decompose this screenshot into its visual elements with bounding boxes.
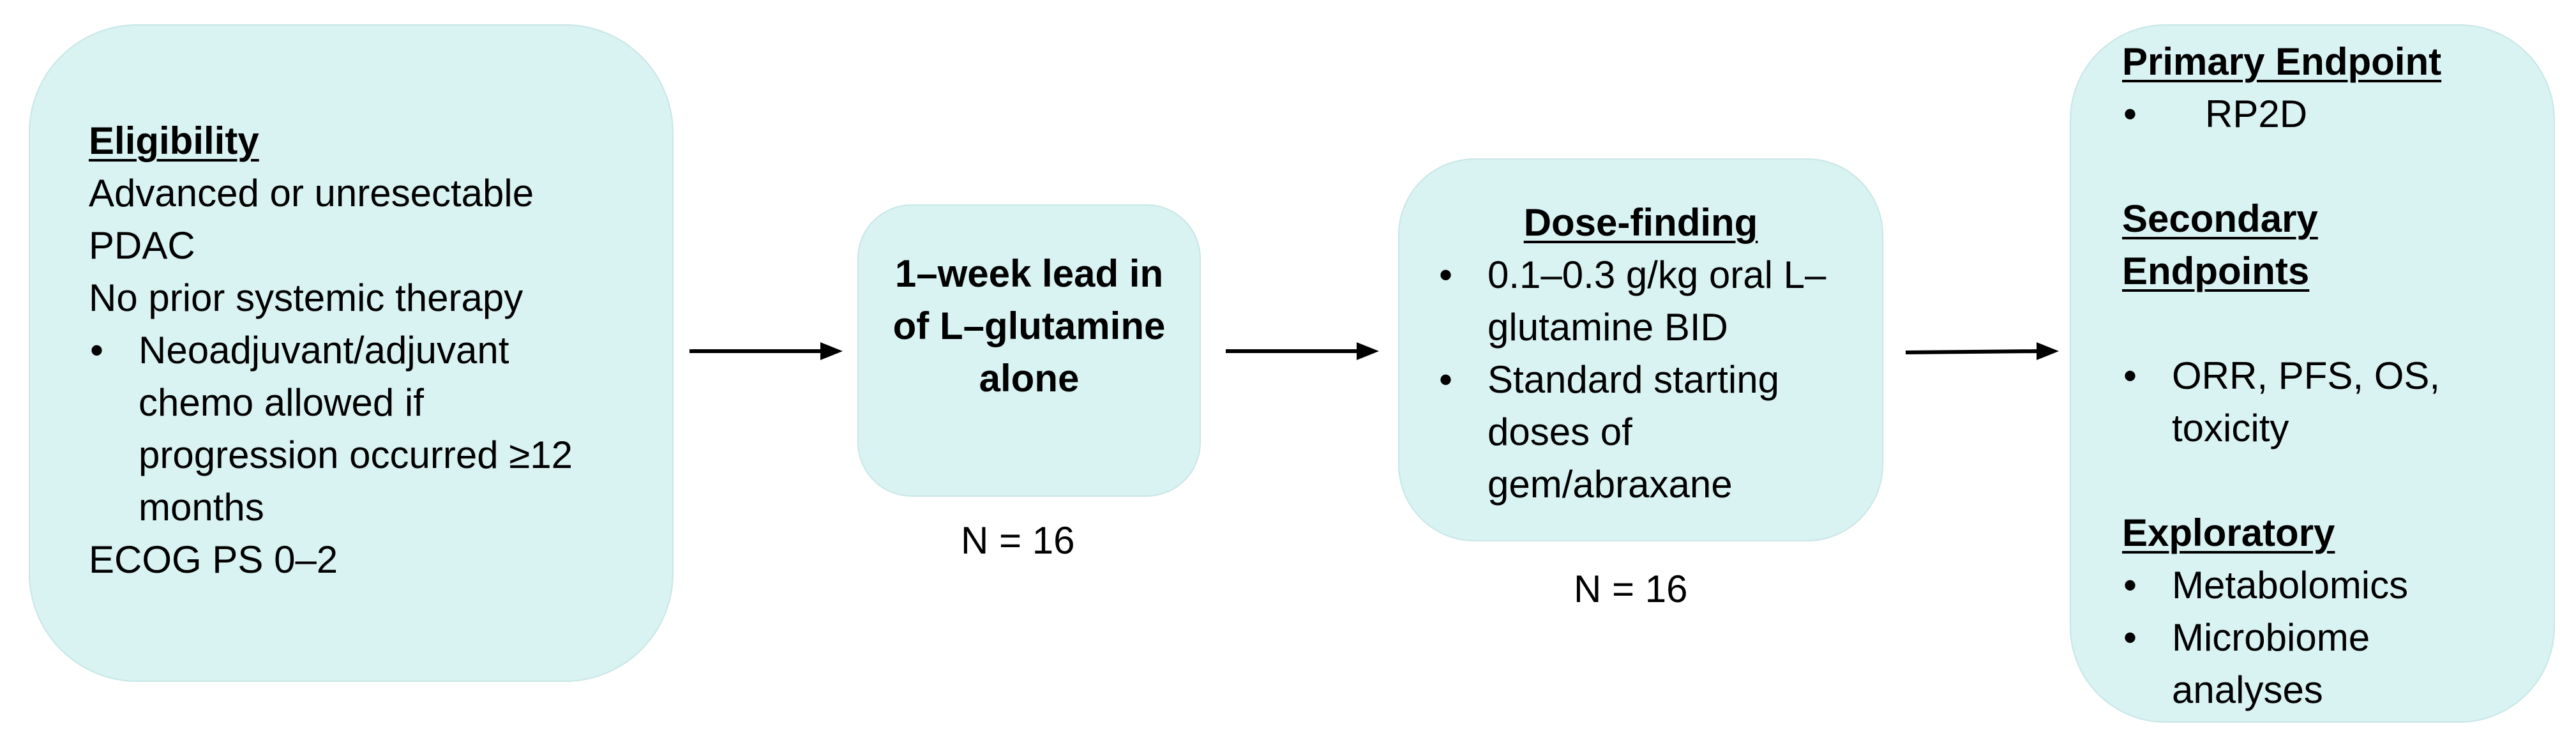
primary-endpoint-title: Primary Endpoint	[2122, 40, 2442, 83]
lead-in-box: 1–week lead in of L–glutamine alone	[857, 204, 1201, 497]
exploratory-item-2: Microbiome analyses	[2122, 612, 2414, 716]
dose-finding-bullets: 0.1–0.3 g/kg oral L–glutamine BID Standa…	[1438, 249, 1844, 511]
eligibility-bullet: Neoadjuvant/adjuvant chemo allowed if pr…	[89, 324, 615, 534]
dose-finding-bullet-1: 0.1–0.3 g/kg oral L–glutamine BID	[1438, 249, 1844, 354]
exploratory-title: Exploratory	[2122, 511, 2335, 554]
eligibility-bullets: Neoadjuvant/adjuvant chemo allowed if pr…	[89, 324, 615, 534]
endpoints-box: Primary Endpoint RP2D Secondary Endpoint…	[2070, 24, 2555, 723]
exploratory-list: Metabolomics Microbiome analyses	[2122, 559, 2528, 716]
primary-endpoint-list: RP2D	[2122, 88, 2528, 140]
primary-endpoint-item: RP2D	[2122, 88, 2528, 140]
secondary-endpoints-list: ORR, PFS, OS, toxicity	[2122, 350, 2528, 455]
dose-finding-bullet-2: Standard starting doses of gem/abraxane	[1438, 354, 1844, 511]
eligibility-line-2: No prior systemic therapy	[89, 276, 523, 319]
arrow-3	[1905, 342, 2059, 360]
secondary-endpoints-title: Secondary Endpoints	[2122, 197, 2318, 292]
eligibility-line-3: ECOG PS 0–2	[89, 538, 338, 581]
dose-finding-title: Dose-finding	[1523, 201, 1758, 244]
eligibility-title: Eligibility	[89, 119, 259, 162]
exploratory-item-1: Metabolomics	[2122, 559, 2528, 612]
arrow-1	[689, 342, 843, 360]
eligibility-line-1: Advanced or unresectable PDAC	[89, 172, 534, 267]
dose-finding-n: N = 16	[1574, 568, 1688, 610]
eligibility-box: Eligibility Advanced or unresectable PDA…	[29, 24, 674, 682]
dose-finding-box: Dose-finding 0.1–0.3 g/kg oral L–glutami…	[1398, 158, 1883, 541]
secondary-endpoint-item: ORR, PFS, OS, toxicity	[2122, 350, 2528, 455]
lead-in-n: N = 16	[961, 519, 1075, 562]
lead-in-text: 1–week lead in of L–glutamine alone	[893, 252, 1166, 400]
arrow-2	[1226, 342, 1379, 360]
